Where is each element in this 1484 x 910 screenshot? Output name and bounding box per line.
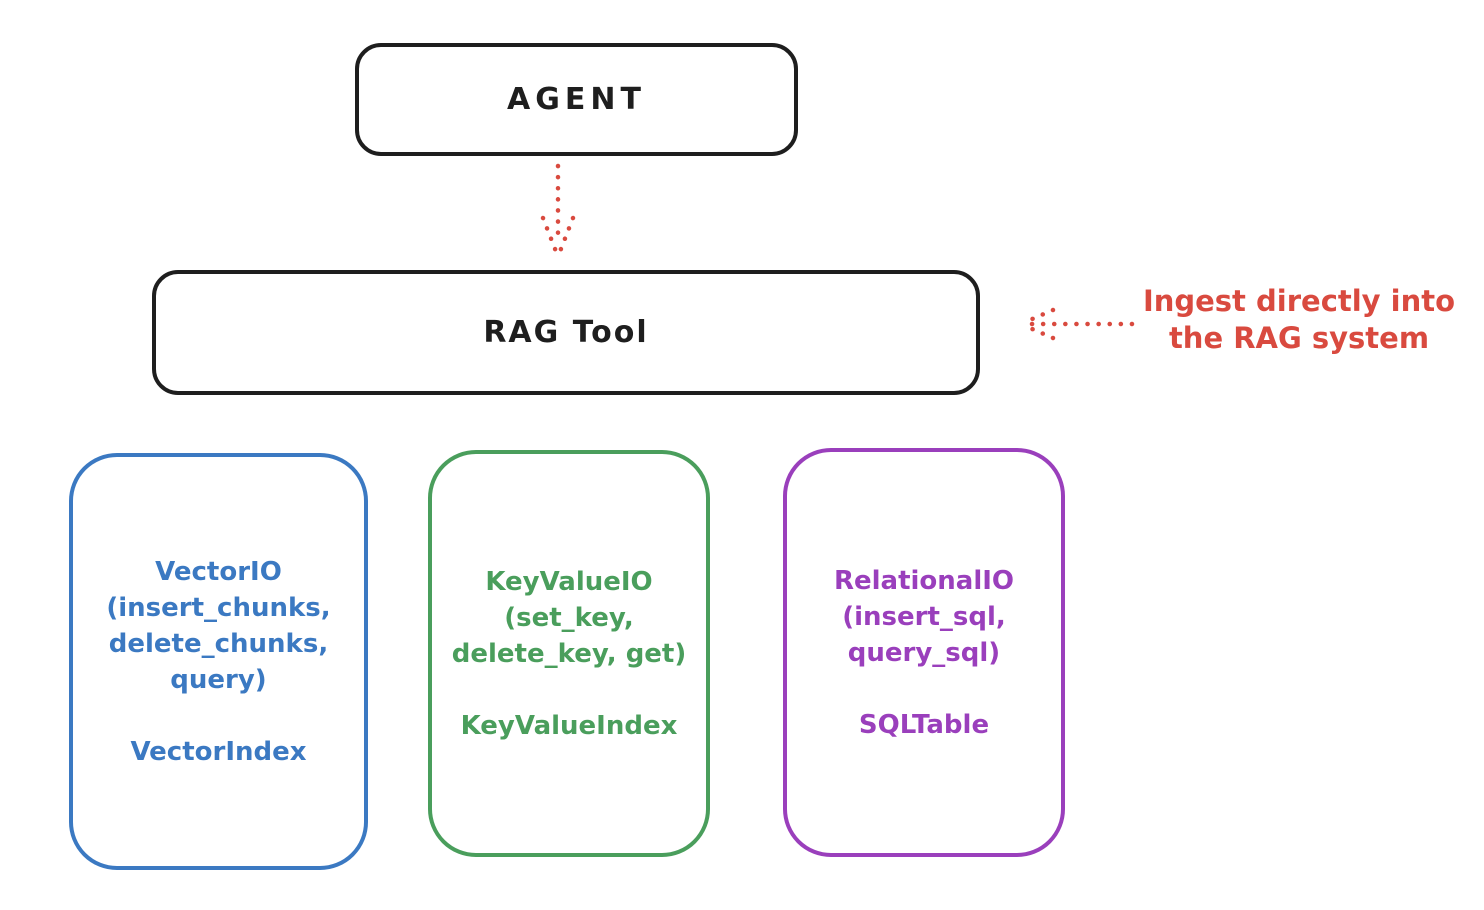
relational-io-title: RelationalIO (insert_sql, query_sql)	[834, 563, 1014, 671]
store-text-line: (insert_sql,	[842, 601, 1006, 632]
relational-io-node: RelationalIO (insert_sql, query_sql) SQLTa…	[783, 448, 1065, 857]
key-value-io-node: KeyValueIO (set_key, delete_key, get) KeyV…	[428, 450, 710, 857]
store-text-line: query_sql)	[847, 637, 1001, 668]
store-text-line: (set_key,	[504, 602, 634, 633]
store-text-line: (insert_chunks,	[106, 592, 331, 623]
key-value-io-index-label: KeyValueIndex	[460, 710, 678, 741]
arrow-down-icon	[540, 163, 576, 257]
annotation-text: Ingest directly into the RAG system	[1118, 283, 1480, 357]
store-text-line: query)	[170, 664, 267, 695]
store-text-line: delete_chunks,	[108, 628, 329, 659]
store-text-line: RelationalIO	[833, 565, 1015, 596]
rag-tool-node: RAG Tool	[152, 270, 980, 395]
vector-io-index-label: VectorIndex	[130, 736, 307, 767]
annotation-line-2: the RAG system	[1168, 321, 1430, 355]
key-value-io-title: KeyValueIO (set_key, delete_key, get)	[452, 564, 687, 672]
store-text-line: KeyValueIO	[485, 566, 653, 597]
vector-io-title: VectorIO (insert_chunks, delete_chunks,que…	[106, 554, 330, 698]
rag-tool-node-label: RAG Tool	[483, 315, 649, 350]
annotation-arrow-icon	[1020, 307, 1135, 341]
store-text-line: delete_key, get)	[451, 638, 687, 669]
annotation-line-1: Ingest directly into	[1142, 284, 1456, 318]
vector-io-node: VectorIO (insert_chunks, delete_chunks,que…	[69, 453, 368, 870]
relational-io-index-label: SQLTable	[858, 709, 990, 740]
agent-node: AGENT	[355, 43, 798, 156]
store-text-line: VectorIO	[155, 556, 282, 587]
agent-node-label: AGENT	[507, 82, 646, 117]
